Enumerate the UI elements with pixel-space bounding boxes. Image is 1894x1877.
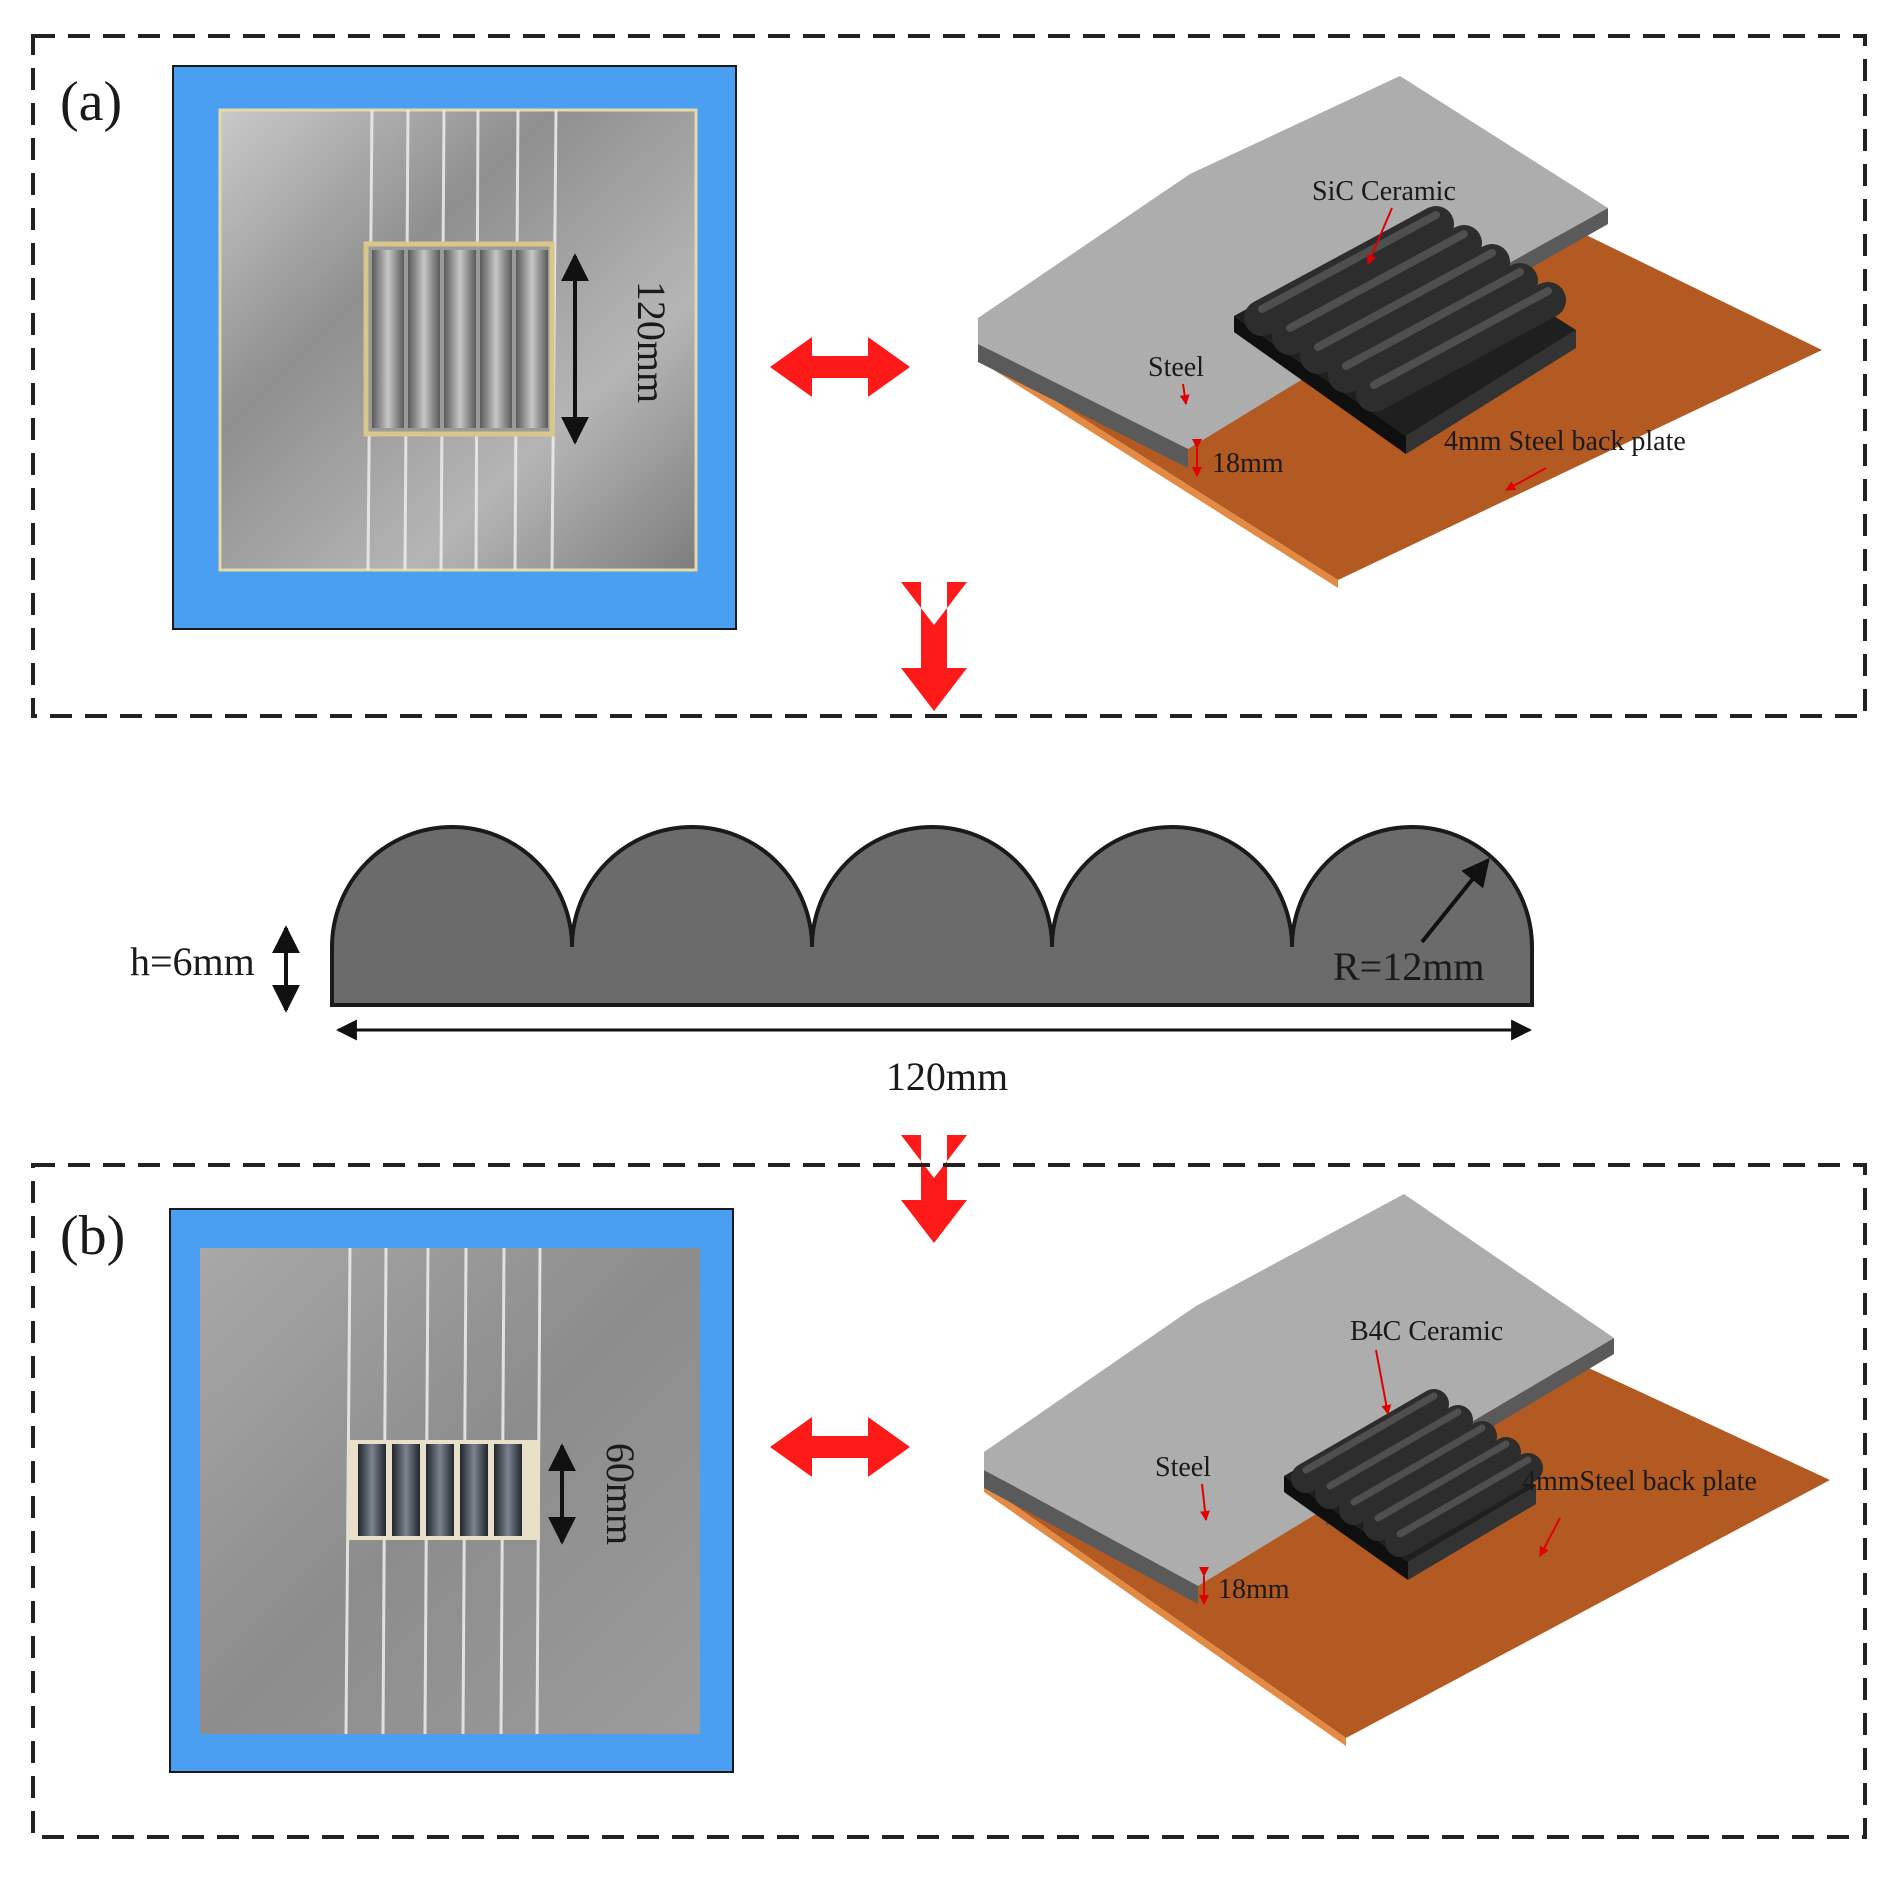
back-plate-label-a: 4mm Steel back plate	[1444, 426, 1686, 457]
steel-label-b: Steel	[1155, 1452, 1211, 1483]
thickness-label-a: 18mm	[1212, 448, 1284, 479]
ceramic-label-a: SiC Ceramic	[1312, 176, 1456, 207]
panel-b-label: (b)	[60, 1205, 125, 1267]
profile-diagram: R=12mm h=6mm 120mm	[130, 825, 1534, 1099]
photo-b-dimension-label: 60mm	[598, 1443, 643, 1545]
connector-arrow-a	[770, 337, 910, 397]
width-label: 120mm	[886, 1054, 1008, 1099]
panel-b-photo: 60mm	[169, 1208, 734, 1773]
panel-a: (a) 120mm	[31, 34, 1867, 718]
steel-slab-b	[984, 1194, 1614, 1586]
panel-b: (b) 60mm	[31, 1163, 1867, 1839]
connector-arrow-b	[770, 1417, 910, 1477]
panel-a-label: (a)	[60, 71, 122, 133]
panel-a-model: SiC Ceramic Steel 18mm 4mm Steel back pl…	[978, 76, 1822, 588]
thickness-label-b: 18mm	[1218, 1574, 1290, 1605]
panel-b-border	[31, 1163, 1867, 1839]
connector-arrow-a-profile	[901, 582, 967, 711]
panel-a-border	[31, 34, 1867, 718]
panel-a-photo: 120mm	[172, 65, 737, 630]
radius-label: R=12mm	[1333, 944, 1484, 989]
ceramic-tiles-b	[1284, 1389, 1543, 1580]
photo-a-dimension-label: 120mm	[629, 281, 674, 403]
panel-b-model: B4C Ceramic Steel 18mm 4mmSteel back pla…	[984, 1194, 1830, 1746]
ceramic-tiles-a	[1234, 206, 1576, 454]
connector-arrow-profile-b	[901, 1135, 967, 1243]
back-plate-label-b: 4mmSteel back plate	[1522, 1466, 1757, 1497]
ceramic-label-b: B4C Ceramic	[1350, 1316, 1503, 1347]
steel-slab-a	[978, 76, 1608, 449]
radius-arrow	[1420, 857, 1490, 944]
height-label: h=6mm	[130, 939, 255, 984]
steel-label-a: Steel	[1148, 352, 1204, 383]
profile-shape	[330, 825, 1534, 1007]
